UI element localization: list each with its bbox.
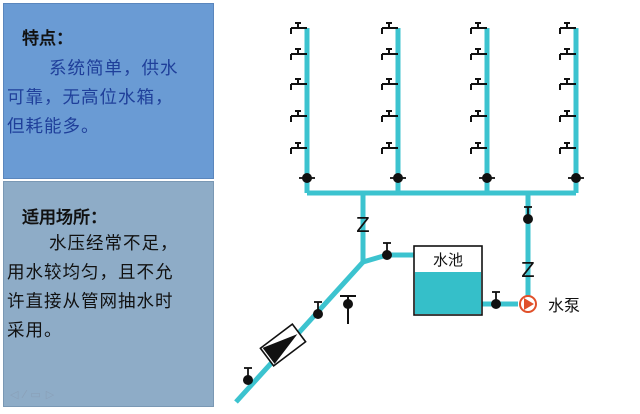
valve-group bbox=[243, 173, 584, 385]
meter-valve-icon bbox=[259, 323, 307, 367]
supply-pipe bbox=[234, 193, 366, 404]
slides-icon[interactable]: ▭ bbox=[30, 388, 46, 401]
features-panel bbox=[3, 3, 214, 179]
features-line: 可靠，无高位水箱， bbox=[7, 88, 174, 108]
slide-toolbar: ◁⁄▭▷ bbox=[10, 388, 59, 401]
nav-prev-icon[interactable]: ◁ bbox=[10, 388, 24, 401]
faucet-group bbox=[290, 22, 576, 154]
tank-water-fill bbox=[415, 272, 481, 314]
applicable-line: 水压经常不足， bbox=[49, 234, 179, 254]
applicable-line: 用水较均匀，且不允 bbox=[7, 263, 174, 283]
features-text: 系统简单，供水 可靠，无高位水箱， 但耗能多。 bbox=[7, 55, 207, 142]
check-valve-symbol: Z bbox=[356, 213, 370, 237]
features-title: 特点： bbox=[22, 29, 73, 49]
nav-next-icon[interactable]: ▷ bbox=[45, 388, 60, 401]
features-line: 系统简单，供水 bbox=[49, 59, 179, 79]
applicable-title: 适用场所： bbox=[22, 208, 107, 228]
pump-label: 水泵 bbox=[548, 296, 580, 315]
applicable-panel bbox=[3, 181, 214, 407]
applicable-line: 许直接从管网抽水时 bbox=[7, 292, 174, 312]
pen-icon[interactable]: ⁄ bbox=[23, 388, 31, 401]
check-valve-symbol: Z bbox=[521, 258, 535, 282]
features-line: 但耗能多。 bbox=[7, 117, 100, 137]
applicable-line: 采用。 bbox=[7, 321, 63, 341]
tank-label: 水池 bbox=[433, 251, 463, 269]
left-panel: 特点： 系统简单，供水 可靠，无高位水箱， 但耗能多。 适用场所： 水压经常不足… bbox=[0, 0, 215, 414]
pump-arrow-icon bbox=[524, 298, 534, 310]
applicable-text: 水压经常不足， 用水较均匀，且不允 许直接从管网抽水时 采用。 bbox=[7, 230, 207, 346]
